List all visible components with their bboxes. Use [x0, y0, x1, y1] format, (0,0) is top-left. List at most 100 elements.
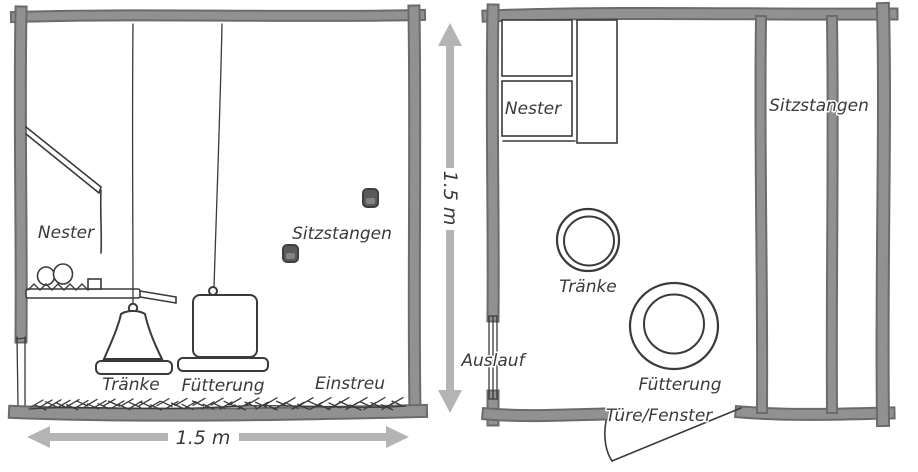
sketch-stroke	[63, 283, 71, 291]
sketch-stroke	[34, 404, 47, 411]
sketch-stroke	[57, 399, 71, 408]
top-right-wall	[877, 3, 889, 426]
side-drinker-label: Tränke	[102, 375, 160, 395]
side-right-wall	[409, 6, 420, 416]
nest-shelf	[25, 288, 141, 299]
sketch-stroke	[76, 400, 89, 407]
sketch-stroke	[372, 396, 386, 406]
sketch-stroke	[359, 401, 373, 408]
drinker-circle-inner	[563, 215, 615, 267]
run-opening	[488, 315, 498, 400]
perch-bar	[827, 16, 837, 413]
nest-box	[501, 19, 573, 77]
side-feeder-label: Fütterung	[182, 376, 265, 396]
sketch-stroke	[300, 396, 314, 406]
feeder-tray	[177, 357, 269, 372]
feeder-circle	[628, 281, 720, 371]
nest-platform	[576, 19, 618, 144]
top-door-label: Türe/Fenster	[606, 406, 714, 426]
sketch-stroke	[282, 397, 296, 406]
bell-drinker	[95, 23, 173, 375]
side-left-wall	[15, 7, 26, 342]
sketch-stroke	[128, 401, 142, 409]
top-top-wall	[483, 8, 897, 21]
top-bottom-wall-left	[483, 409, 609, 421]
top-view-panel	[488, 19, 742, 462]
sketch-stroke	[120, 398, 134, 407]
drinker-tray	[95, 360, 173, 375]
drinker-circle	[555, 207, 621, 273]
sketch-stroke	[170, 402, 184, 409]
top-perches-label: Sitzstangen	[769, 96, 869, 116]
side-top-wall	[11, 10, 425, 22]
litter-baseline	[28, 405, 407, 410]
egg-icon	[36, 266, 56, 286]
side-litter-label: Einstreu	[315, 374, 385, 394]
sketch-stroke	[39, 283, 47, 291]
sketch-stroke	[44, 401, 58, 408]
sketch-stroke	[39, 399, 53, 408]
side-view-panel	[16, 23, 407, 411]
sketch-stroke	[139, 401, 152, 408]
walls-layer	[7, 1, 899, 428]
sketch-stroke	[138, 398, 152, 407]
feeder-hook-icon	[208, 286, 218, 296]
sketch-stroke	[55, 402, 68, 409]
sketch-stroke	[102, 398, 116, 407]
top-left-wall	[487, 5, 498, 321]
sketch-stroke	[354, 396, 368, 406]
sketch-stroke	[223, 400, 236, 407]
feeder-circle-inner	[643, 293, 705, 355]
sketch-stroke	[69, 283, 77, 291]
sketch-stroke	[210, 397, 224, 406]
sketch-stroke	[318, 396, 332, 406]
labels-layer: Nester Sitzstangen Tränke Fütterung Eins…	[38, 95, 871, 428]
nest-shelf-extension	[139, 290, 177, 304]
side-bottom-wall	[9, 405, 427, 420]
top-feeder-label: Fütterung	[639, 375, 722, 395]
nest-roof-slope	[25, 126, 103, 254]
sketch-stroke	[191, 400, 205, 407]
sketch-stroke	[338, 400, 352, 408]
sketch-stroke	[202, 403, 215, 410]
perch-bar	[756, 16, 767, 413]
sketch-stroke	[107, 400, 121, 407]
sketch-stroke	[111, 400, 125, 409]
sketch-stroke	[30, 399, 44, 408]
sketch-stroke	[81, 283, 89, 291]
width-dimension-arrow	[27, 426, 409, 448]
top-drinker-label: Tränke	[559, 277, 617, 297]
sketch-stroke	[165, 400, 179, 410]
egg-icon	[52, 263, 74, 285]
side-pop-hole-opening	[16, 336, 26, 406]
top-nests-label: Nester	[505, 99, 562, 119]
sketch-stroke	[192, 397, 206, 406]
perch-highlight	[366, 198, 375, 204]
side-perches-label: Sitzstangen	[292, 224, 392, 244]
sketch-stroke	[264, 397, 278, 406]
sketch-stroke	[183, 400, 197, 410]
sketch-stroke	[118, 404, 131, 411]
sketch-stroke	[75, 283, 83, 291]
sketch-stroke	[160, 400, 173, 408]
side-nests-label: Nester	[38, 223, 95, 243]
sketch-stroke	[45, 283, 53, 291]
sketch-stroke	[390, 396, 404, 406]
hanging-feeder	[177, 23, 269, 372]
sketch-stroke	[174, 397, 188, 407]
dimension-arrows: 1.5 m 1.5 m	[27, 23, 462, 449]
height-dimension-arrow	[438, 23, 462, 413]
perch-highlight	[286, 253, 295, 259]
width-dimension-label: 1.5 m	[176, 427, 231, 449]
sketch-stroke	[51, 283, 59, 291]
top-run-label: Auslauf	[460, 351, 527, 371]
sketch-stroke	[48, 399, 62, 408]
height-dimension-label: 1.5 m	[439, 171, 461, 226]
sketch-stroke	[57, 283, 65, 291]
sketch-stroke	[33, 283, 41, 291]
sketch-stroke	[149, 404, 163, 411]
door-swing-line	[604, 407, 742, 462]
sketch-stroke	[27, 283, 35, 291]
